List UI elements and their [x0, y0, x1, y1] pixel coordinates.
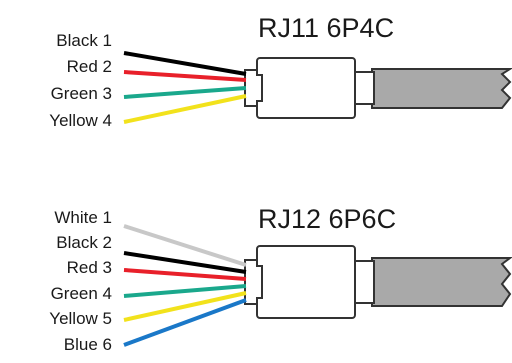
- rj11-wire-1: [123, 51, 247, 76]
- rj12-wire-label-4: Green 4: [51, 284, 112, 303]
- rj11-diagram: RJ11 6P4C Black 1 Red 2 Green 3 Yellow 4: [49, 13, 512, 130]
- rj12-wire-6: [123, 298, 247, 347]
- rj12-wire-label-2: Black 2: [56, 233, 112, 252]
- rj12-title: RJ12 6P6C: [258, 204, 396, 234]
- rj11-wire-label-3: Green 3: [51, 84, 112, 103]
- rj11-plug-body: [256, 57, 356, 119]
- rj11-wire-label-1: Black 1: [56, 31, 112, 50]
- rj12-wire-label-6: Blue 6: [64, 335, 112, 354]
- rj11-wire-3: [123, 86, 247, 99]
- rj11-wire-4: [123, 94, 247, 124]
- rj12-wire-2: [123, 251, 247, 274]
- rj11-cable: [371, 68, 512, 109]
- rj11-wire-2: [123, 70, 247, 82]
- rj12-wire-label-3: Red 3: [67, 258, 112, 277]
- rj12-wire-1: [123, 224, 247, 267]
- rj11-wire-label-4: Yellow 4: [49, 111, 112, 130]
- rj12-wire-3: [123, 268, 247, 281]
- rj12-plug-body: [256, 245, 356, 319]
- rj11-title: RJ11 6P4C: [258, 13, 394, 43]
- rj12-cable: [371, 257, 512, 307]
- rj12-wire-5: [123, 291, 247, 322]
- rj12-wire-label-1: White 1: [54, 208, 112, 227]
- rj11-wire-label-2: Red 2: [67, 57, 112, 76]
- rj12-wire-4: [123, 284, 247, 298]
- rj12-plug-latch: [244, 259, 263, 305]
- rj12-diagram: RJ12 6P6C White 1 Black 2 Red 3 Green 4 Yell…: [49, 204, 512, 354]
- rj12-boot: [354, 260, 375, 304]
- rj12-wire-label-5: Yellow 5: [49, 309, 112, 328]
- rj11-plug-latch: [244, 69, 263, 107]
- rj11-boot: [354, 71, 375, 105]
